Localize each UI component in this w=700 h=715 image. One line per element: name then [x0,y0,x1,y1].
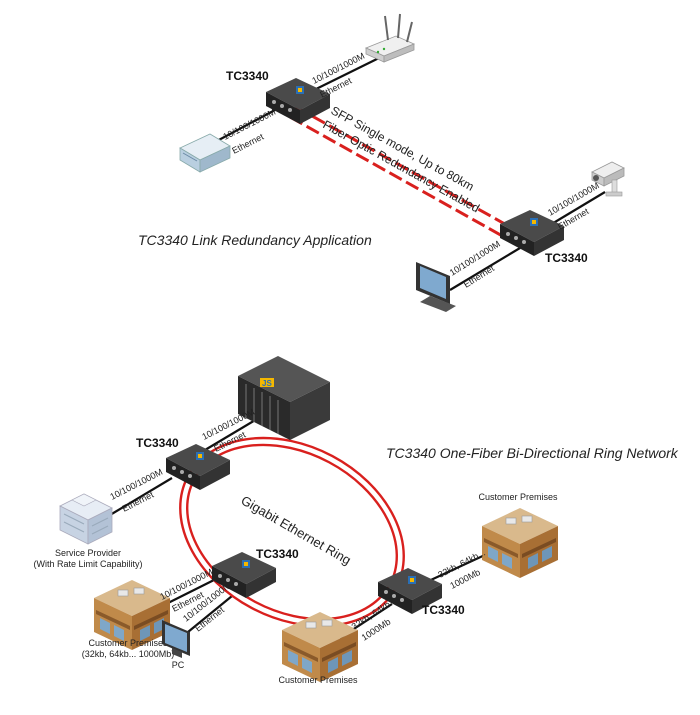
camera-icon [591,161,625,197]
service-provider-label: Service Provider [55,548,121,558]
fiber-label-line2: Fiber Optic Redundancy Enabled [321,117,482,215]
top-caption: TC3340 Link Redundancy Application [138,232,372,248]
tc3340-device-top-right [500,210,564,256]
customer-premises-label: Customer Premises [478,492,558,502]
device-label: TC3340 [256,547,299,561]
device-label: TC3340 [422,603,465,617]
customer-premises-sublabel: (32kb, 64kb... 1000Mb) [82,649,175,659]
server-icon [179,133,231,173]
link-label-service-provider: 10/100/1000M Ethernet [108,467,164,514]
fiber-redundancy-link [289,105,513,240]
link-label-rate-right: 32kb, 64kb... 1000Mb [436,547,486,590]
device-label: TC3340 [226,69,269,83]
bottom-caption: TC3340 One-Fiber Bi-Directional Ring Net… [386,445,679,461]
fiber-label-line1: SFP Single mode, Up to 80km [329,103,477,193]
wireless-router-icon [364,13,416,63]
customer-premises-label: Customer Premises [278,675,358,685]
device-label: TC3340 [545,251,588,265]
service-provider-sublabel: (With Rate Limit Capability) [33,559,142,569]
chassis-logo: JS [262,379,272,388]
device-label: TC3340 [136,436,179,450]
link-label-router: 10/100/1000M Ethernet [310,51,366,100]
customer-premises-building-icon [481,507,559,579]
chassis-icon [238,356,330,440]
monitor-icon [416,262,456,312]
tc3340-device-top-left [266,78,330,124]
customer-premises-label: Customer Premises [88,638,168,648]
pc-label: PC [172,660,185,670]
service-provider-building-icon [59,493,113,545]
pc-monitor-icon [162,620,190,658]
